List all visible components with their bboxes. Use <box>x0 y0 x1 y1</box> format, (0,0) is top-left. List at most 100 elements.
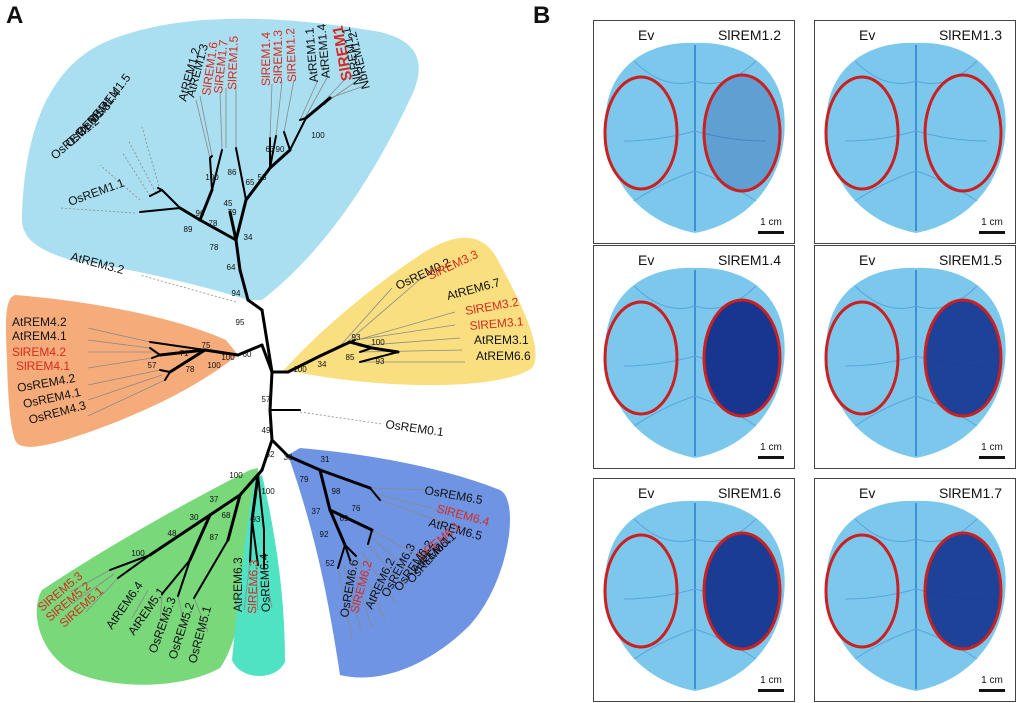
leader-line <box>359 349 463 353</box>
tree-leaf-label: SlREM4.1 <box>16 359 70 373</box>
bootstrap-value: 90 <box>276 145 285 154</box>
tree-leaf-label: SlREM1.5 <box>225 35 241 90</box>
scale-label: 1 cm <box>760 217 782 228</box>
bootstrap-value: 31 <box>321 455 330 464</box>
leaf-vein <box>694 170 757 202</box>
bootstrap-value: 52 <box>326 559 335 568</box>
leader-line <box>344 274 426 345</box>
clade-rem6-background <box>288 448 510 678</box>
leader-line <box>193 597 209 633</box>
leader-line <box>59 207 136 214</box>
leader-line <box>87 357 153 369</box>
bootstrap-value: 86 <box>228 168 237 177</box>
clade-rem3-background <box>282 237 536 386</box>
tree-leaf-label: AtREM4.1 <box>12 329 67 343</box>
tree-branch <box>178 206 202 222</box>
leader-line <box>329 85 365 99</box>
tree-branch <box>257 474 265 531</box>
tree-branch <box>208 493 242 517</box>
leaf-image <box>824 42 1006 233</box>
leaf-vein <box>694 130 767 142</box>
leader-line <box>85 577 119 613</box>
leader-line <box>339 287 393 347</box>
tree-leaf-label: SlREM1.4 <box>259 32 273 86</box>
leader-line <box>87 369 161 386</box>
infiltration-spot <box>704 533 780 649</box>
bootstrap-value: 69 <box>340 514 349 523</box>
leaf-vein <box>844 588 917 600</box>
leader-line <box>71 573 115 605</box>
leader-line <box>369 487 431 491</box>
leader-line <box>243 561 251 611</box>
tree-branch <box>286 454 322 472</box>
tree-branch <box>148 513 212 557</box>
leader-line <box>299 79 319 121</box>
leader-line <box>299 411 383 425</box>
bootstrap-value: 93 <box>376 357 385 366</box>
leader-line <box>305 75 329 117</box>
tree-branch <box>251 519 259 566</box>
leaf-vein <box>844 355 917 367</box>
leader-line <box>269 83 273 139</box>
tree-leaf-label: SlREM1.7 <box>211 39 231 95</box>
construct-label: SlREM1.4 <box>718 252 782 268</box>
infiltration-spot <box>704 75 780 191</box>
leaf-image <box>824 500 1006 691</box>
bootstrap-value: 100 <box>293 365 307 374</box>
infiltration-spot <box>704 300 780 416</box>
control-circle <box>824 75 900 191</box>
bootstrap-value: 100 <box>207 361 221 370</box>
tree-branch <box>367 529 373 545</box>
bootstrap-value: 78 <box>209 219 218 228</box>
scale-label: 1 cm <box>760 675 782 686</box>
leader-line <box>361 551 397 605</box>
scale-bar <box>758 231 784 234</box>
bootstrap-value: 92 <box>320 530 329 539</box>
tree-branch <box>177 559 191 597</box>
tree-branch <box>149 341 206 351</box>
tree-branch <box>359 351 399 363</box>
tree-branch <box>260 343 274 374</box>
bootstrap-value: 57 <box>262 395 271 404</box>
bootstrap-value: 79 <box>228 208 237 217</box>
bootstrap-value: 78 <box>186 365 195 374</box>
leaf-vein <box>915 170 978 202</box>
clade-rem5-background <box>36 468 258 685</box>
tree-branch <box>286 354 322 374</box>
control-label: Ev <box>638 27 655 43</box>
tree-branch <box>344 544 357 557</box>
tree-leaf-label: AtREM4.2 <box>12 315 67 329</box>
bootstrap-value: 34 <box>244 233 253 242</box>
leaf-vein <box>633 60 696 84</box>
control-circle <box>603 533 679 649</box>
tree-leaf-label: AtREM1.4 <box>314 23 333 79</box>
leaf-vein <box>633 395 696 427</box>
tree-leaf-label: OsREM0.1 <box>385 417 445 439</box>
tree-leaf-label: AtREM6.6 <box>476 349 531 363</box>
tree-leaf-label: SlREM1.2 <box>283 28 299 83</box>
bootstrap-value: 30 <box>190 513 199 522</box>
tree-branch <box>161 189 181 209</box>
tree-branch <box>234 198 248 242</box>
tree-branch <box>250 473 260 522</box>
tree-branch <box>211 149 223 191</box>
leader-line <box>219 91 223 151</box>
tree-branch <box>244 166 272 202</box>
tree-branch <box>337 544 346 569</box>
control-circle <box>824 300 900 416</box>
leader-line <box>127 139 157 194</box>
leaf-vein <box>854 170 917 202</box>
leaf-vein <box>633 170 696 202</box>
bootstrap-value: 48 <box>168 529 177 538</box>
tree-branch <box>249 519 253 563</box>
leaf-vein <box>623 588 696 600</box>
bootstrap-value: 60 <box>243 350 252 359</box>
tree-branch <box>260 438 274 472</box>
tree-branch <box>236 343 264 357</box>
leader-line <box>141 126 161 191</box>
tree-branch <box>193 539 229 599</box>
bootstrap-value: 100 <box>229 471 243 480</box>
test-circle <box>702 298 782 418</box>
leader-line <box>343 565 363 635</box>
